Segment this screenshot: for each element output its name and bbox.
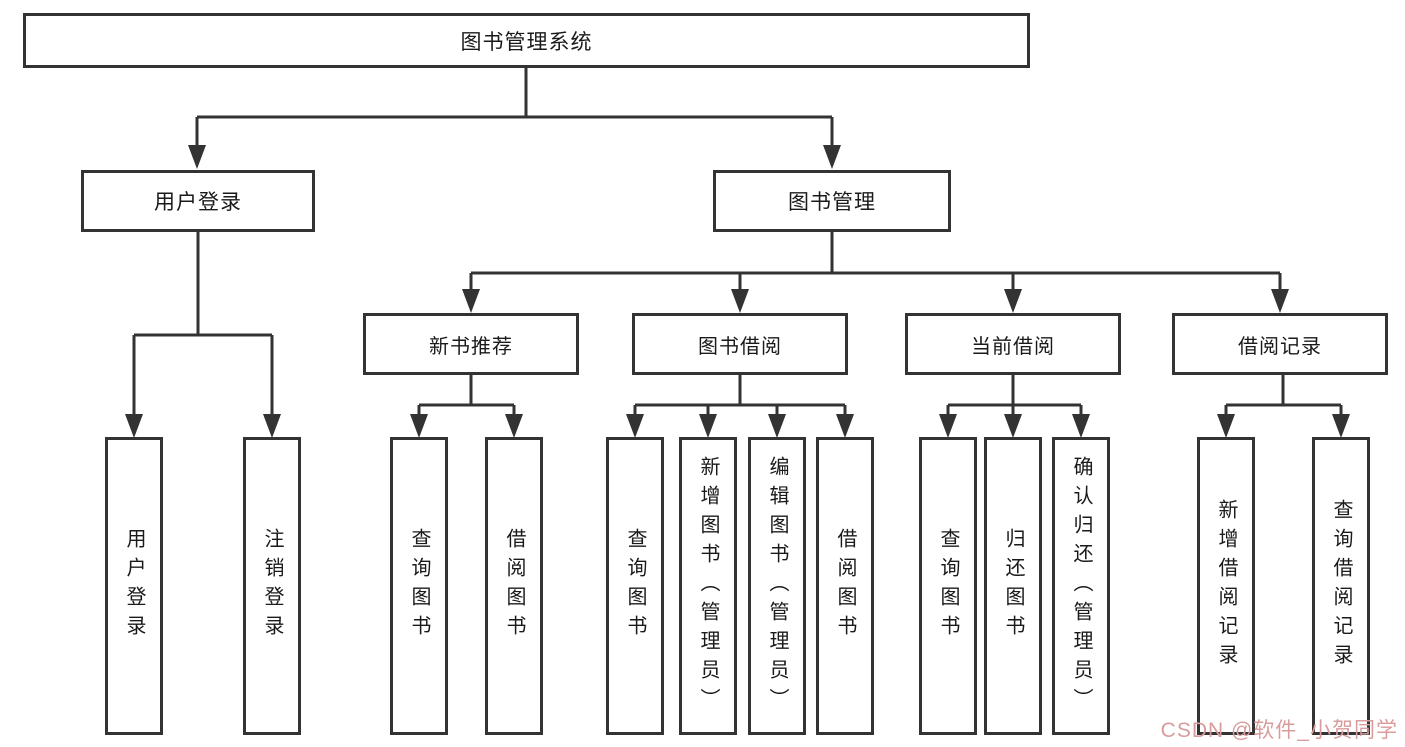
node-label: 新增图书（管理员）	[697, 455, 719, 717]
node-label: 新书推荐	[429, 335, 513, 358]
node-label: 用户登录	[123, 528, 145, 644]
leaf-add-book-admin: 新增图书（管理员）	[679, 437, 737, 735]
leaf-confirm-return-admin: 确认归还（管理员）	[1052, 437, 1110, 735]
node-label: 归还图书	[1002, 528, 1024, 644]
node-label: 借阅图书	[834, 528, 856, 644]
arrowheads	[125, 145, 1350, 438]
node-label: 图书管理系统	[460, 30, 593, 54]
leaf-edit-book-admin: 编辑图书（管理员）	[748, 437, 806, 735]
node-label: 用户登录	[154, 191, 242, 214]
node-label: 当前借阅	[971, 335, 1055, 358]
node-book-management: 图书管理	[713, 170, 951, 232]
tree-edges	[132, 68, 1343, 420]
leaf-user-login: 用户登录	[105, 437, 163, 735]
leaf-add-borrow-record: 新增借阅记录	[1197, 437, 1255, 735]
node-borrowing-records: 借阅记录	[1172, 313, 1388, 375]
node-label: 图书借阅	[698, 335, 782, 358]
node-label: 确认归还（管理员）	[1070, 455, 1092, 717]
node-label: 查询图书	[937, 528, 959, 644]
csdn-watermark: CSDN @软件_小贺同学	[1160, 719, 1398, 742]
leaf-logout: 注销登录	[243, 437, 301, 735]
node-label: 注销登录	[261, 528, 283, 644]
node-book-borrowing: 图书借阅	[632, 313, 848, 375]
node-label: 编辑图书（管理员）	[766, 455, 788, 717]
node-label: 借阅图书	[503, 528, 525, 644]
leaf-borrow-books-recommend: 借阅图书	[485, 437, 543, 735]
node-label: 借阅记录	[1238, 335, 1322, 358]
leaf-query-borrow-record: 查询借阅记录	[1312, 437, 1370, 735]
node-label: 查询图书	[624, 528, 646, 644]
leaf-return-books: 归还图书	[984, 437, 1042, 735]
leaf-query-books-borrowing: 查询图书	[606, 437, 664, 735]
node-current-borrowing: 当前借阅	[905, 313, 1121, 375]
node-label: 新增借阅记录	[1215, 499, 1237, 673]
node-library-management-system: 图书管理系统	[23, 13, 1030, 68]
node-label: 图书管理	[788, 191, 876, 214]
leaf-query-books-current: 查询图书	[919, 437, 977, 735]
node-label: 查询图书	[408, 528, 430, 644]
node-label: 查询借阅记录	[1330, 499, 1352, 673]
node-user-login: 用户登录	[81, 170, 315, 232]
leaf-query-books-recommend: 查询图书	[390, 437, 448, 735]
leaf-borrow-books: 借阅图书	[816, 437, 874, 735]
node-new-book-recommendation: 新书推荐	[363, 313, 579, 375]
